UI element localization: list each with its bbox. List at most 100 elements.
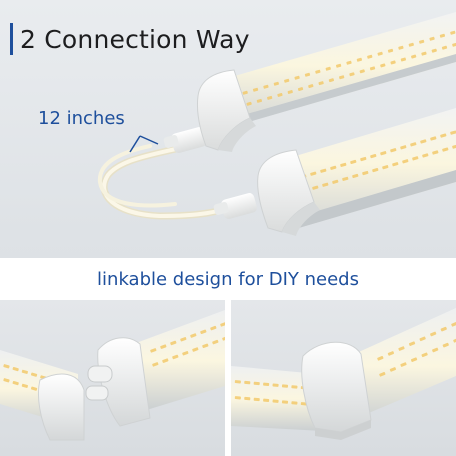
bottom-left-product-image (0, 300, 225, 456)
led-chip (320, 168, 327, 173)
title-accent-bar (10, 23, 13, 55)
callout-leader (129, 135, 159, 153)
led-chip (400, 57, 407, 62)
led-chip (350, 159, 357, 165)
led-chip (150, 348, 157, 353)
led-chip (339, 75, 345, 80)
led-chip (377, 51, 383, 56)
led-chip (411, 54, 417, 59)
led-chip (402, 159, 409, 164)
led-chip (21, 369, 28, 374)
led-chip (442, 147, 449, 152)
led-chip (400, 362, 407, 367)
led-chip (172, 354, 179, 360)
right-tube (128, 310, 225, 412)
upper-tube (200, 12, 456, 132)
led-chip (190, 333, 197, 338)
led-chip (410, 142, 417, 147)
title-heading: 2 Connection Way (10, 22, 250, 56)
led-chip (291, 401, 298, 405)
led-chip (408, 42, 414, 47)
led-chip (390, 148, 397, 153)
led-chip (287, 90, 293, 94)
led-chip (315, 69, 321, 74)
unlinked-tubes-illustration (0, 310, 225, 441)
led-chip (439, 33, 446, 38)
upper-end-cap (197, 69, 256, 152)
led-chip (210, 325, 217, 331)
led-chip (387, 351, 395, 356)
led-chip (408, 341, 416, 346)
led-chip (452, 42, 456, 47)
led-chip (220, 322, 225, 327)
right-linked-tube (341, 308, 456, 424)
led-chip (380, 63, 386, 68)
led-chip (442, 342, 449, 348)
led-chip (162, 358, 169, 363)
led-chip (294, 75, 300, 80)
led-chip (452, 144, 456, 149)
led-chip (429, 36, 435, 41)
led-chip (308, 84, 314, 89)
led-chip (263, 398, 270, 403)
led-chip (263, 84, 269, 89)
led-chip (390, 60, 396, 65)
led-chip (392, 162, 399, 167)
led-chip (421, 352, 428, 358)
led-chip (362, 170, 369, 176)
led-chip (12, 366, 19, 372)
led-chip (3, 364, 10, 369)
led-chip (318, 81, 324, 86)
right-tube-led-rows (150, 322, 225, 367)
led-chip (430, 136, 437, 141)
led-chip (300, 402, 307, 406)
led-chip (253, 381, 260, 386)
joint-shadow (315, 420, 371, 440)
led-chip (297, 87, 304, 91)
led-chip (352, 173, 359, 179)
tube-connector-plug (85, 365, 113, 401)
led-chip (387, 48, 394, 53)
led-chip (430, 331, 437, 337)
led-chip (200, 329, 207, 335)
connector-cable (97, 144, 239, 220)
led-chip (273, 81, 279, 86)
led-chip (360, 156, 367, 162)
led-chip (431, 48, 437, 53)
led-chip (332, 179, 339, 184)
led-chip (267, 95, 273, 100)
led-chip (30, 386, 38, 391)
led-chip (410, 357, 418, 362)
led-chip (253, 397, 260, 402)
led-chip (367, 54, 373, 59)
led-chip (212, 339, 219, 345)
led-chip (419, 336, 426, 342)
led-chip (244, 380, 251, 385)
led-chip (359, 69, 365, 74)
led-chip (263, 382, 270, 387)
led-chip (182, 351, 189, 356)
led-chip (246, 101, 252, 106)
led-chip (277, 93, 283, 97)
lower-plug (213, 193, 257, 219)
led-chip (252, 87, 259, 92)
led-chip (328, 78, 335, 83)
led-chip (450, 130, 456, 135)
led-chip (398, 45, 404, 50)
led-chip (356, 57, 363, 62)
lower-tube-led-rows (300, 130, 456, 193)
led-chip (256, 98, 263, 103)
led-chip (370, 154, 377, 159)
led-chip (450, 30, 456, 35)
led-chip (412, 156, 419, 161)
upper-plug (163, 127, 207, 153)
led-chip (421, 51, 427, 56)
led-chip (281, 400, 289, 404)
led-chip (432, 347, 439, 353)
led-chip (346, 60, 352, 65)
led-chip (453, 337, 456, 343)
led-chip (325, 66, 331, 71)
caption-text: linkable design for DIY needs (97, 268, 359, 290)
led-chip (432, 150, 439, 155)
led-chip (30, 372, 38, 377)
